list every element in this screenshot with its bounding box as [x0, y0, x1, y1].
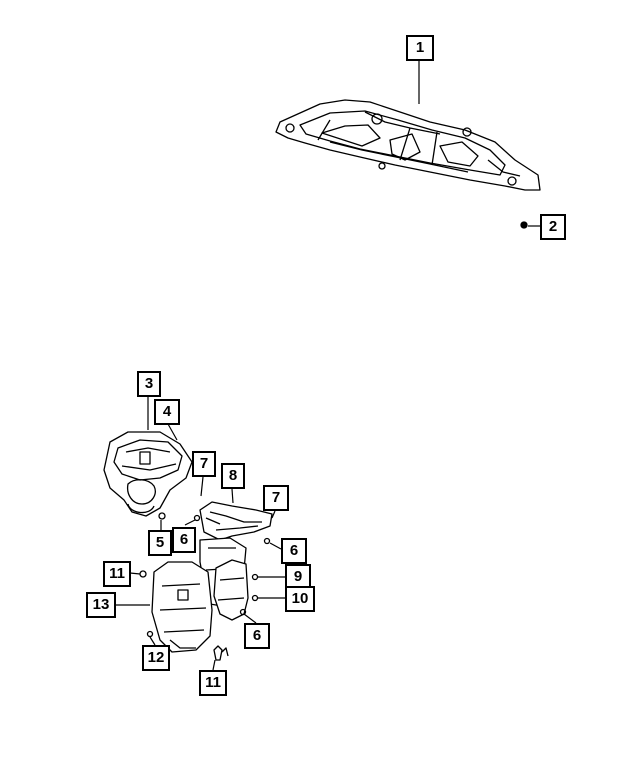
callout-4[interactable]: 4 — [154, 399, 180, 425]
callout-13[interactable]: 13 — [86, 592, 116, 618]
callout-12[interactable]: 12 — [142, 645, 170, 671]
push-pin-fastener — [520, 221, 528, 229]
callout-8[interactable]: 8 — [221, 463, 245, 489]
callout-7[interactable]: 7 — [192, 451, 216, 477]
callout-5[interactable]: 5 — [148, 530, 172, 556]
callout-1[interactable]: 1 — [406, 35, 434, 61]
fasteners — [139, 514, 271, 661]
leader-lines — [115, 60, 540, 671]
lower-heat-shield-right — [213, 559, 249, 621]
callout-6-lower[interactable]: 6 — [244, 623, 270, 649]
underbody-heat-shield — [275, 99, 541, 191]
callout-11-lower[interactable]: 11 — [199, 670, 227, 696]
exhaust-manifold — [103, 431, 193, 520]
lower-heat-shield-main — [151, 561, 213, 653]
callout-7-right[interactable]: 7 — [263, 485, 289, 511]
converter-upper-heat-shield — [199, 501, 273, 541]
callout-2[interactable]: 2 — [540, 214, 566, 240]
callout-6[interactable]: 6 — [172, 527, 196, 553]
callout-3[interactable]: 3 — [137, 371, 161, 397]
callout-6-right[interactable]: 6 — [281, 538, 307, 564]
callout-10[interactable]: 10 — [285, 586, 315, 612]
callout-11[interactable]: 11 — [103, 561, 131, 587]
